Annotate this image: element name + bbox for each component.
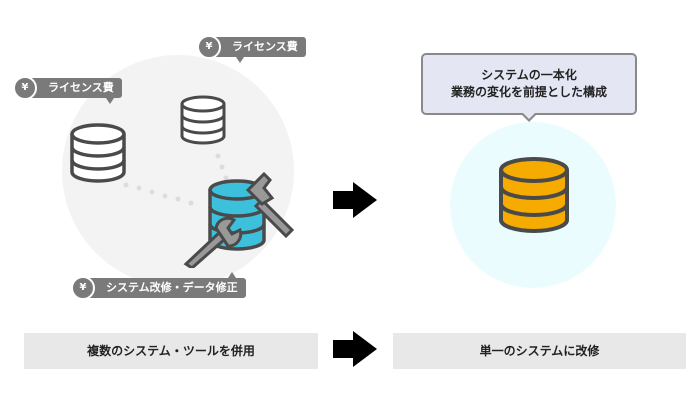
tag-pointer bbox=[106, 98, 114, 104]
current-state-label: 複数のシステム・ツールを併用 bbox=[87, 344, 255, 358]
connector-dot bbox=[215, 153, 221, 159]
yen-icon: ¥ bbox=[14, 77, 36, 99]
future-state-label: 単一のシステムに改修 bbox=[479, 344, 600, 358]
connector-dot bbox=[123, 182, 129, 188]
bubble-line-2: 業務の変化を前提とした構成 bbox=[450, 85, 607, 99]
bubble-pointer-fill bbox=[523, 113, 535, 119]
license-fee-tag-top: ¥ ライセンス費 bbox=[197, 35, 306, 63]
wrench-icon bbox=[183, 216, 243, 268]
connector-dot bbox=[149, 189, 155, 195]
bubble-line-1: システムの一本化 bbox=[481, 68, 577, 82]
connector-dot bbox=[136, 185, 142, 191]
tag-label: ライセンス費 bbox=[48, 81, 114, 94]
license-fee-tag-left: ¥ ライセンス費 bbox=[13, 76, 122, 104]
tag-label: システム改修・データ修正 bbox=[106, 281, 238, 294]
database-small-white-icon bbox=[180, 95, 226, 145]
database-large-white-icon bbox=[70, 123, 126, 183]
connector-dot bbox=[162, 193, 168, 199]
unification-bubble: システムの一本化 業務の変化を前提とした構成 bbox=[421, 53, 637, 115]
database-blue-maintenance-icon bbox=[183, 171, 295, 268]
connector-dot bbox=[188, 200, 194, 206]
system-modification-tag: ¥ システム改修・データ修正 bbox=[71, 272, 246, 300]
current-state-caption: 複数のシステム・ツールを併用 bbox=[24, 333, 318, 369]
tag-pointer bbox=[228, 272, 236, 278]
database-unified-icon bbox=[499, 157, 569, 233]
connector-dot bbox=[219, 164, 225, 170]
yen-icon: ¥ bbox=[198, 36, 220, 58]
future-state-caption: 単一のシステムに改修 bbox=[393, 333, 686, 369]
yen-icon: ¥ bbox=[72, 277, 94, 299]
hammer-icon bbox=[245, 171, 295, 239]
transition-arrow-bottom-icon bbox=[333, 331, 377, 367]
tag-pointer bbox=[236, 57, 244, 63]
connector-dot bbox=[175, 196, 181, 202]
transition-arrow-icon bbox=[333, 182, 377, 218]
tag-label: ライセンス費 bbox=[232, 40, 298, 53]
connector-dot bbox=[223, 175, 229, 181]
